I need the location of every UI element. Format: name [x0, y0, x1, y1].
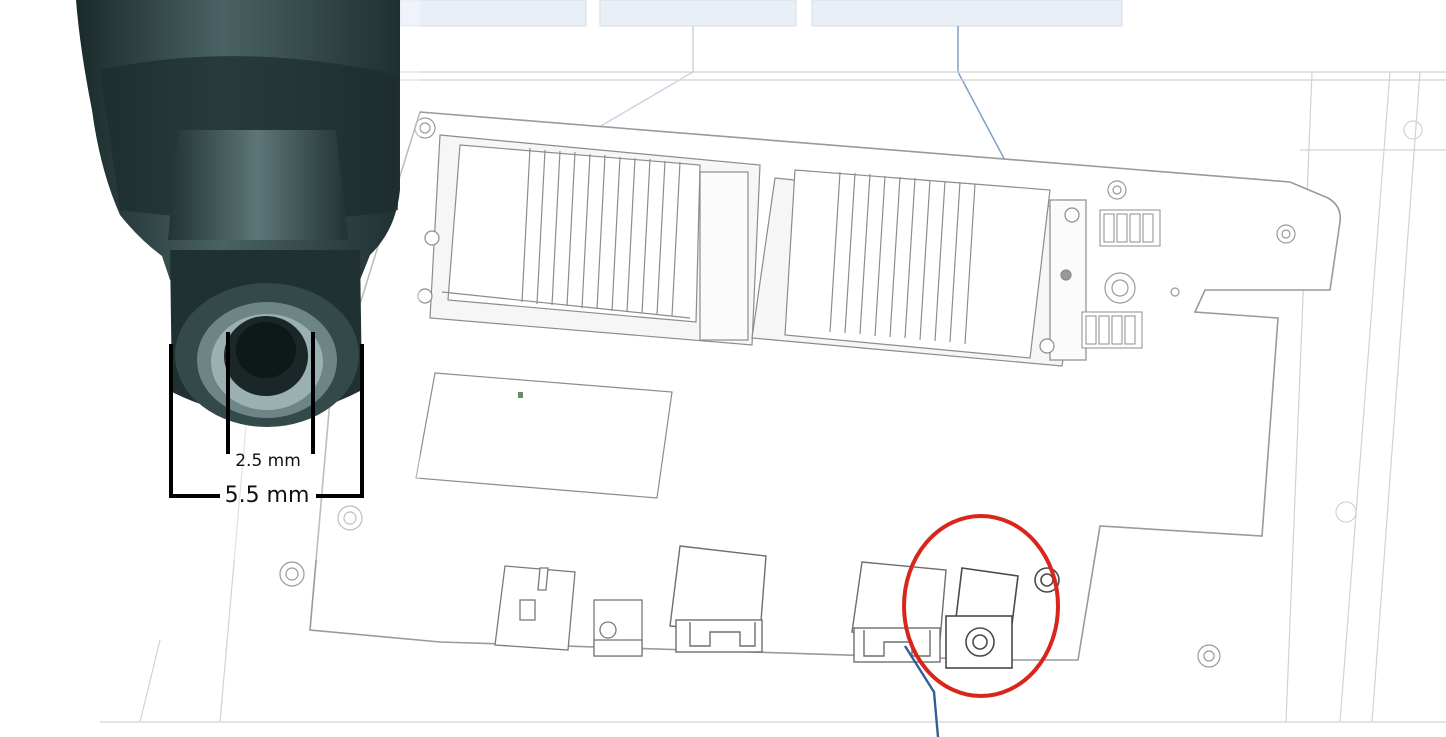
ethernet-port-left	[669, 545, 767, 653]
callout-boxes	[399, 0, 1123, 27]
expansion-slot	[415, 372, 673, 499]
compute-module-left	[417, 134, 761, 346]
barrel-plug	[60, 0, 420, 560]
enclosure-frame	[100, 71, 1446, 723]
sd-card-slot	[494, 565, 576, 651]
pin-header-bottom	[1081, 311, 1143, 349]
power-jack-leader-line	[903, 645, 940, 737]
outer-diameter-label: 5.5 mm	[225, 483, 310, 508]
ethernet-port-right	[851, 561, 947, 663]
callout-box-1	[399, 0, 587, 27]
mounting-holes	[279, 117, 1296, 668]
highlight-circle	[902, 514, 1060, 698]
dimension-outer	[169, 344, 364, 498]
pin-header-top	[1099, 209, 1161, 247]
dimension-inner	[226, 332, 315, 454]
compute-module-right	[751, 169, 1087, 367]
inner-diameter-label: 2.5 mm	[235, 451, 301, 471]
usb-port	[593, 599, 643, 657]
callout-box-2	[599, 0, 797, 27]
callout-box-3	[811, 0, 1123, 27]
dc-power-jack	[945, 567, 1060, 669]
